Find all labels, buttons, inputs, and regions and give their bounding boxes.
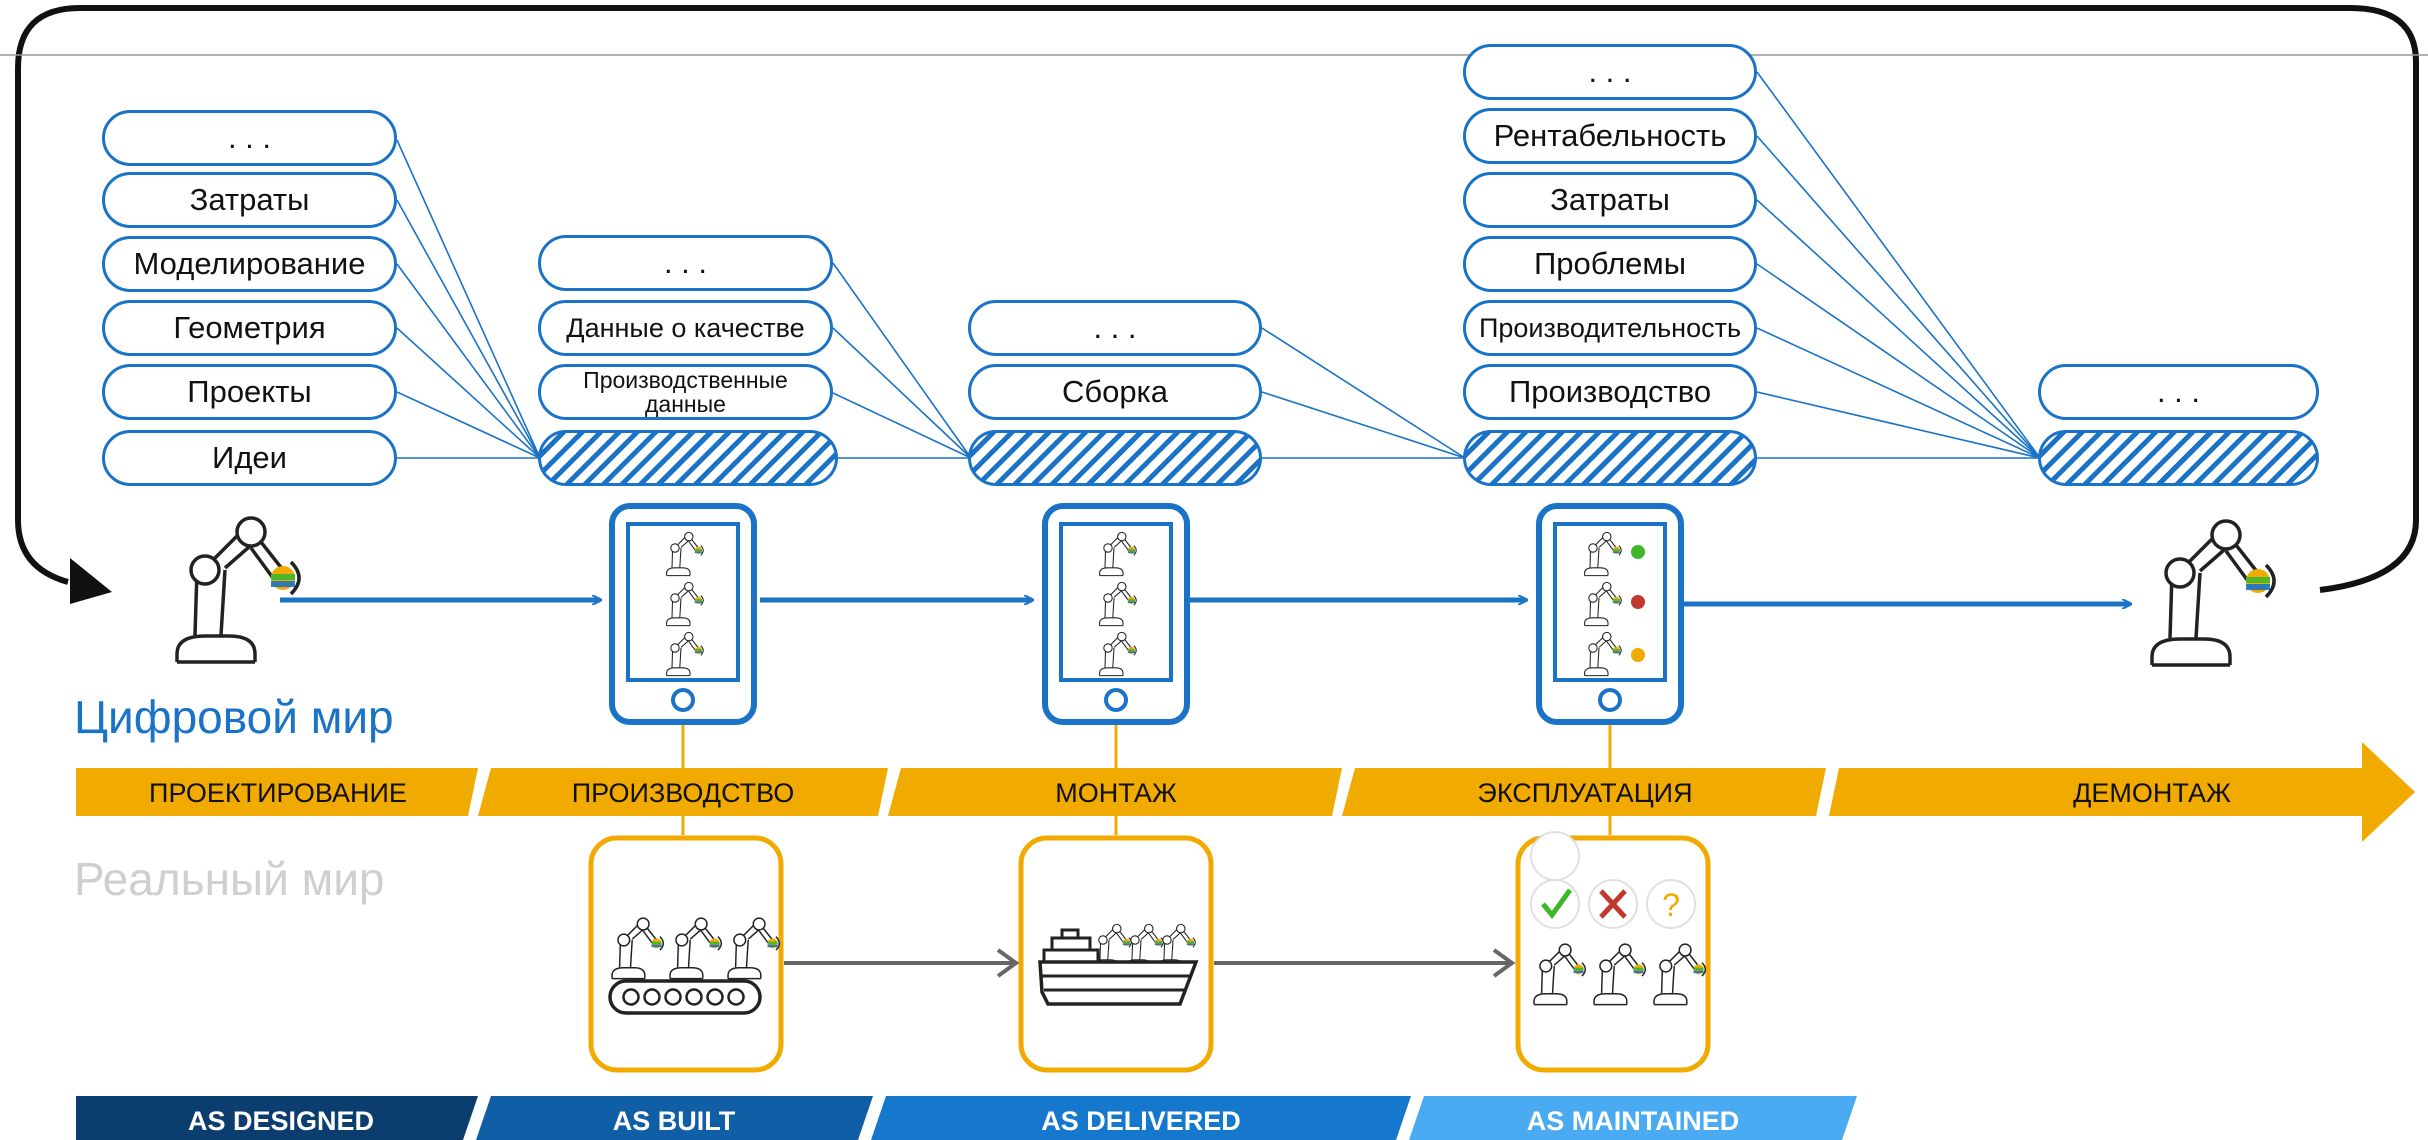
data-item-production-more: . . . bbox=[538, 235, 833, 291]
stage-label-assembly: МОНТАЖ bbox=[1055, 778, 1177, 808]
digital-twin-record-assembly bbox=[968, 430, 1262, 486]
smartphone-icon bbox=[1536, 503, 1684, 725]
smartphone-icon bbox=[1042, 503, 1190, 725]
timeline-segment bbox=[888, 768, 1342, 816]
question-icon: ? bbox=[1646, 879, 1696, 929]
as-built-label: AS BUILT bbox=[613, 1106, 736, 1136]
as-built-band bbox=[476, 1096, 873, 1140]
connector-lines bbox=[396, 71, 2041, 459]
as-phase-bar: AS DESIGNED AS BUILT AS DELIVERED AS MAI… bbox=[76, 1096, 1857, 1140]
status-dot-green bbox=[1631, 545, 1645, 559]
robot-arm-icon bbox=[175, 516, 301, 664]
data-item-design-ideas: Идеи bbox=[102, 430, 397, 486]
data-item-production-data: Производственные данные bbox=[538, 364, 833, 420]
data-item-operation-profitability: Рентабельность bbox=[1463, 108, 1757, 164]
data-item-operation-performance: Производительность bbox=[1463, 300, 1757, 356]
timeline-segment bbox=[478, 768, 888, 816]
data-item-operation-problems: Проблемы bbox=[1463, 236, 1757, 292]
as-maintained-band bbox=[1409, 1096, 1857, 1140]
data-item-design-geometry: Геометрия bbox=[102, 300, 397, 356]
status-dot-red bbox=[1631, 595, 1645, 609]
timeline-segment bbox=[76, 768, 478, 816]
data-item-operation-production: Производство bbox=[1463, 364, 1757, 420]
digital-twin-record-operation bbox=[1463, 430, 1757, 486]
digital-world-label: Цифровой мир bbox=[74, 691, 394, 743]
real-world-label: Реальный мир bbox=[74, 853, 385, 905]
lifecycle-timeline: ПРОЕКТИРОВАНИЕ ПРОИЗВОДСТВО МОНТАЖ ЭКСПЛ… bbox=[76, 742, 2415, 842]
data-item-assembly-build: Сборка bbox=[968, 364, 1262, 420]
real-delivery-box bbox=[1018, 835, 1214, 1073]
stage-label-dismantling: ДЕМОНТАЖ bbox=[2073, 778, 2231, 808]
as-maintained-label: AS MAINTAINED bbox=[1527, 1106, 1740, 1136]
real-flow-arrows bbox=[784, 948, 1516, 978]
data-item-dismantling-more: . . . bbox=[2038, 364, 2319, 420]
digital-flow-arrows bbox=[280, 600, 2130, 604]
stage-label-operation: ЭКСПЛУАТАЦИЯ bbox=[1477, 778, 1692, 808]
as-designed-band bbox=[76, 1096, 478, 1140]
feedback-loop-arrowhead bbox=[70, 558, 112, 604]
timeline-final-arrow bbox=[1829, 742, 2415, 842]
digital-twin-record-production bbox=[538, 430, 838, 486]
cross-icon bbox=[1588, 879, 1638, 929]
data-item-production-quality: Данные о качестве bbox=[538, 300, 833, 356]
data-item-design-projects: Проекты bbox=[102, 364, 397, 420]
check-icon bbox=[1530, 831, 1581, 929]
timeline-segment bbox=[1342, 768, 1826, 816]
data-item-design-costs: Затраты bbox=[102, 172, 397, 228]
stage-label-production: ПРОИЗВОДСТВО bbox=[572, 778, 795, 808]
conveyor-icon bbox=[608, 917, 781, 1015]
data-item-design-modeling: Моделирование bbox=[102, 236, 397, 292]
smartphone-icon bbox=[609, 503, 757, 725]
data-item-operation-more: . . . bbox=[1463, 44, 1757, 100]
data-item-assembly-more: . . . bbox=[968, 300, 1262, 356]
robot-arm-icon bbox=[2150, 519, 2276, 667]
digital-twin-record-dismantling bbox=[2038, 430, 2319, 486]
stage-label-design: ПРОЕКТИРОВАНИЕ bbox=[149, 778, 407, 808]
svg-text:?: ? bbox=[1662, 887, 1680, 923]
as-delivered-band bbox=[871, 1096, 1411, 1140]
data-item-design-more: . . . bbox=[102, 110, 397, 166]
as-designed-label: AS DESIGNED bbox=[188, 1106, 374, 1136]
as-delivered-label: AS DELIVERED bbox=[1041, 1106, 1241, 1136]
ship-icon bbox=[1038, 923, 1199, 1006]
data-item-operation-costs: Затраты bbox=[1463, 172, 1757, 228]
feedback-loop-line bbox=[15, 5, 2419, 593]
status-dot-yellow bbox=[1631, 648, 1645, 662]
